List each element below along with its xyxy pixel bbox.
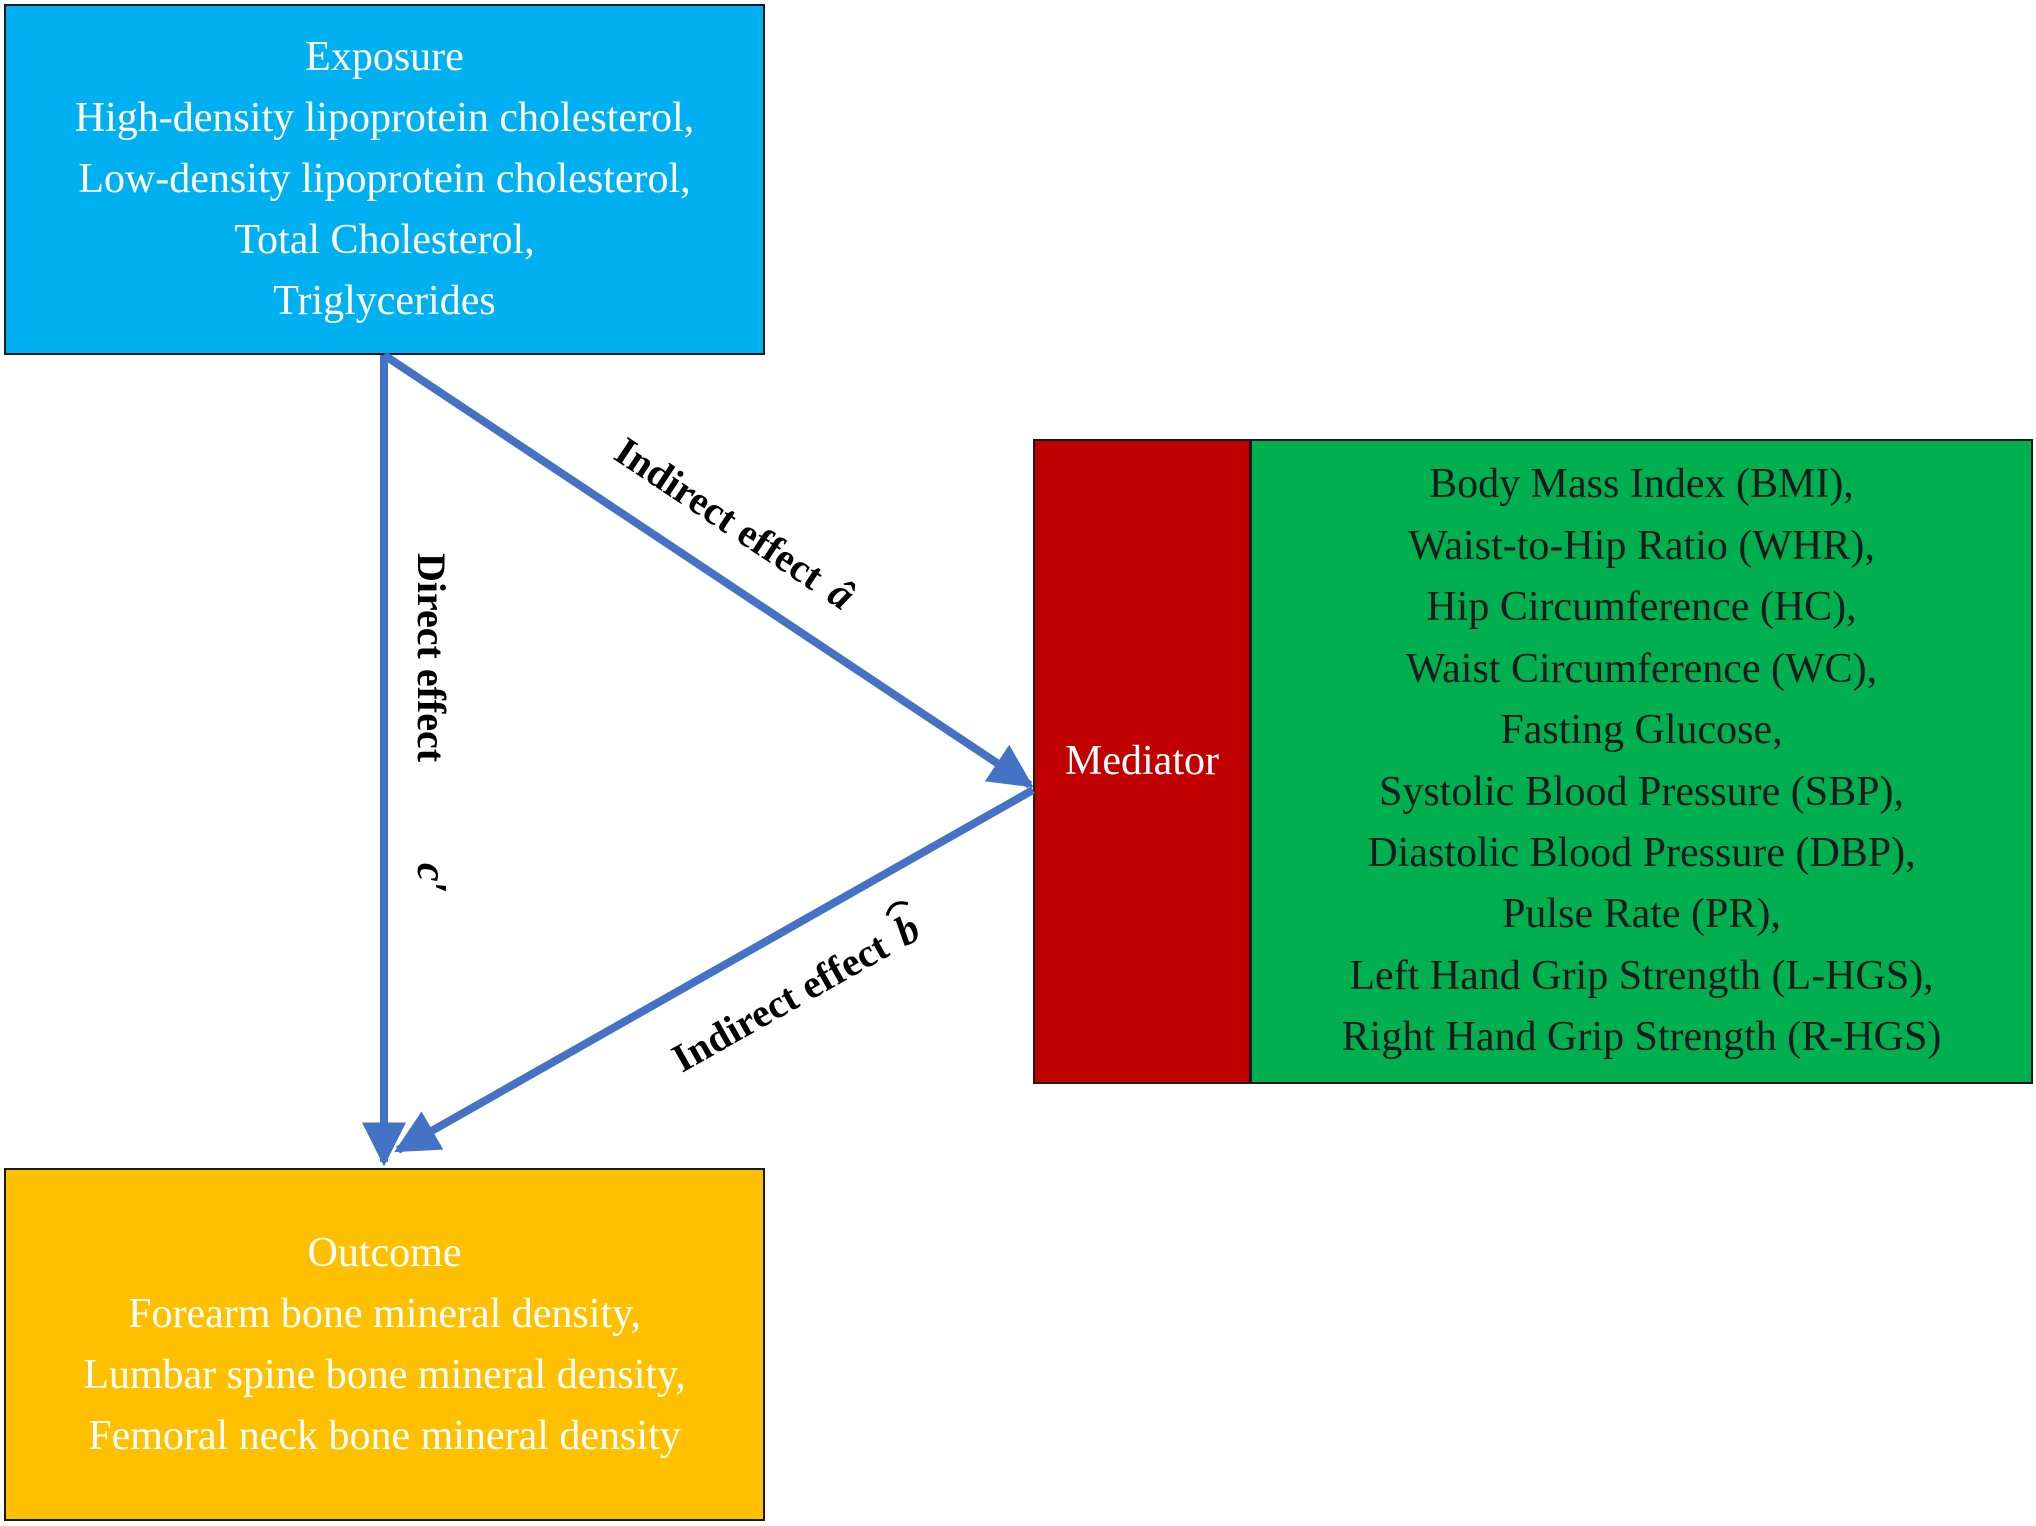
outcome-item: Femoral neck bone mineral density	[88, 1412, 681, 1459]
mediator-item: Hip Circumference (HC),	[1426, 584, 1857, 631]
exposure-box: Exposure High-density lipoprotein choles…	[4, 4, 765, 355]
outcome-item: Lumbar spine bone mineral density,	[83, 1351, 686, 1398]
mediator-item: Diastolic Blood Pressure (DBP),	[1367, 829, 1916, 876]
indirect-effect-a-label: Indirect effect	[607, 428, 833, 599]
indirect-effect-a-arrow	[381, 351, 1034, 789]
indirect-effect-b-hat	[885, 901, 909, 917]
mediator-item: Left Hand Grip Strength (L-HGS),	[1349, 952, 1934, 999]
indirect-effect-b-arrow	[394, 786, 1035, 1154]
mediator-list-box: Body Mass Index (BMI), Waist-to-Hip Rati…	[1250, 439, 2033, 1084]
exposure-item: Total Cholesterol,	[234, 217, 535, 263]
mediator-item: Waist Circumference (WC),	[1405, 645, 1878, 692]
indirect-effect-b-text: Indirect effect	[664, 923, 896, 1081]
direct-effect-label: Direct effect	[409, 553, 454, 763]
exposure-item: Triglycerides	[273, 278, 496, 324]
outcome-box: Outcome Forearm bone mineral density, Lu…	[4, 1168, 765, 1521]
exposure-title: Exposure	[305, 34, 464, 80]
indirect-effect-b-label: Indirect effect	[664, 923, 896, 1081]
exposure-item: Low-density lipoprotein cholesterol,	[78, 156, 691, 202]
indirect-effect-a-symbol: â	[820, 570, 863, 620]
mediator-item: Right Hand Grip Strength (R-HGS)	[1341, 1014, 1942, 1061]
mediator-item: Pulse Rate (PR),	[1502, 891, 1781, 938]
exposure-item: High-density lipoprotein cholesterol,	[74, 95, 695, 141]
mediator-item: Body Mass Index (BMI),	[1429, 461, 1854, 508]
outcome-title: Outcome	[307, 1229, 462, 1276]
mediator-label-box: Mediator	[1033, 439, 1251, 1084]
indirect-effect-b-symbol: b	[887, 905, 928, 955]
direct-effect-text: Direct effect	[409, 553, 454, 763]
outcome-item: Forearm bone mineral density,	[128, 1290, 641, 1337]
mediator-item: Fasting Glucose,	[1500, 707, 1783, 754]
mediator-item: Waist-to-Hip Ratio (WHR),	[1408, 522, 1875, 569]
indirect-effect-a-text: Indirect effect	[607, 428, 833, 599]
mediator-item: Systolic Blood Pressure (SBP),	[1378, 768, 1905, 815]
mediator-label: Mediator	[1065, 738, 1219, 784]
direct-effect-symbol: c′	[408, 863, 454, 893]
